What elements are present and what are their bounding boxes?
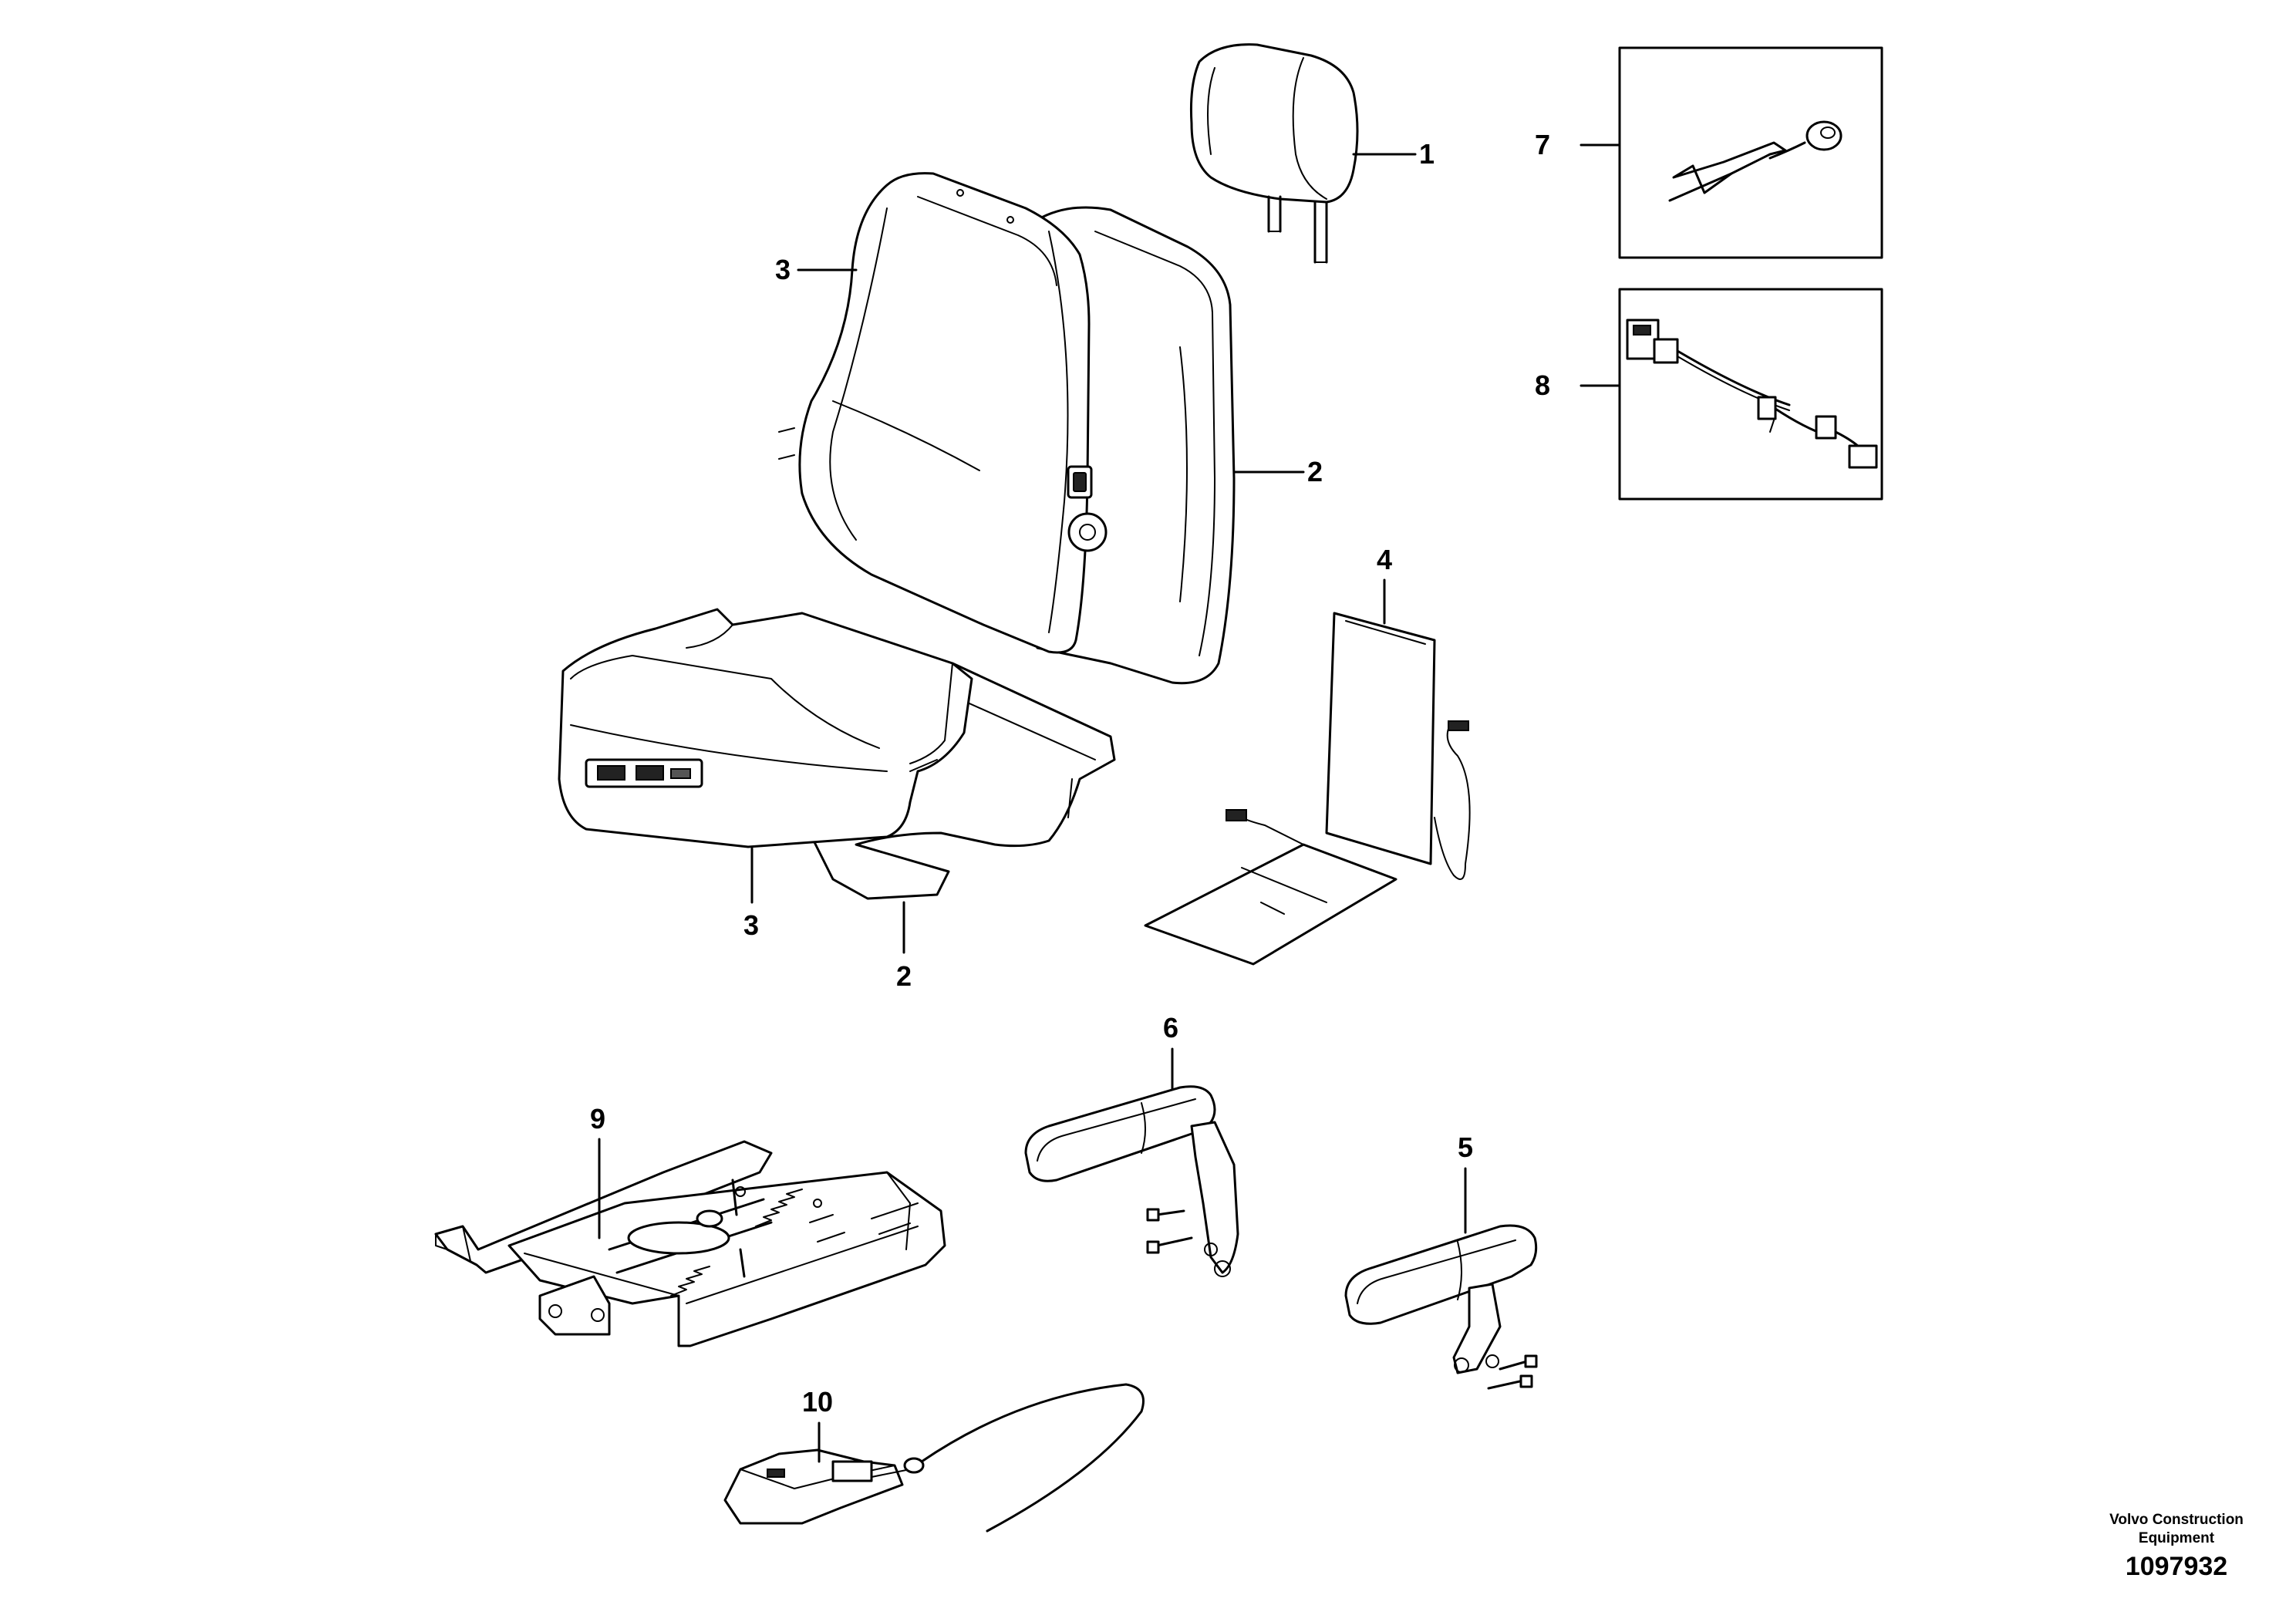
headrest bbox=[1189, 43, 1359, 264]
callout-3-seat: 3 bbox=[743, 909, 759, 941]
callout-2-seat: 2 bbox=[896, 960, 912, 992]
callout-numbers: 1 2 3 3 2 4 6 5 9 10 7 8 bbox=[590, 129, 1550, 1418]
backrest-cover-front bbox=[778, 172, 1108, 654]
callout-3-backrest: 3 bbox=[775, 254, 791, 285]
callout-5: 5 bbox=[1458, 1131, 1473, 1163]
callout-4: 4 bbox=[1377, 544, 1392, 575]
knob-kit-box bbox=[1618, 46, 1883, 259]
seat-heater-kit bbox=[1144, 612, 1471, 966]
brand-line-1: Volvo Construction bbox=[2109, 1512, 2244, 1528]
footer-brand: Volvo Construction Equipment 1097932 bbox=[2109, 1512, 2244, 1581]
leader-lines bbox=[598, 143, 1621, 1463]
callout-8: 8 bbox=[1535, 369, 1550, 401]
seat-slide-frame bbox=[434, 1140, 946, 1347]
armrest-left bbox=[1024, 1085, 1239, 1277]
drawing-number: 1097932 bbox=[2126, 1552, 2227, 1581]
callout-9: 9 bbox=[590, 1103, 605, 1135]
release-handle-cable bbox=[723, 1383, 1145, 1533]
callout-7: 7 bbox=[1535, 129, 1550, 160]
callout-1: 1 bbox=[1419, 138, 1435, 170]
seat-cushion-cover bbox=[558, 608, 973, 848]
brand-line-2: Equipment bbox=[2139, 1530, 2215, 1546]
wiring-harness-box bbox=[1618, 288, 1883, 501]
callout-10: 10 bbox=[802, 1386, 833, 1418]
armrest-right bbox=[1344, 1224, 1538, 1390]
callout-6: 6 bbox=[1163, 1012, 1178, 1044]
callout-2-backrest: 2 bbox=[1307, 456, 1323, 487]
